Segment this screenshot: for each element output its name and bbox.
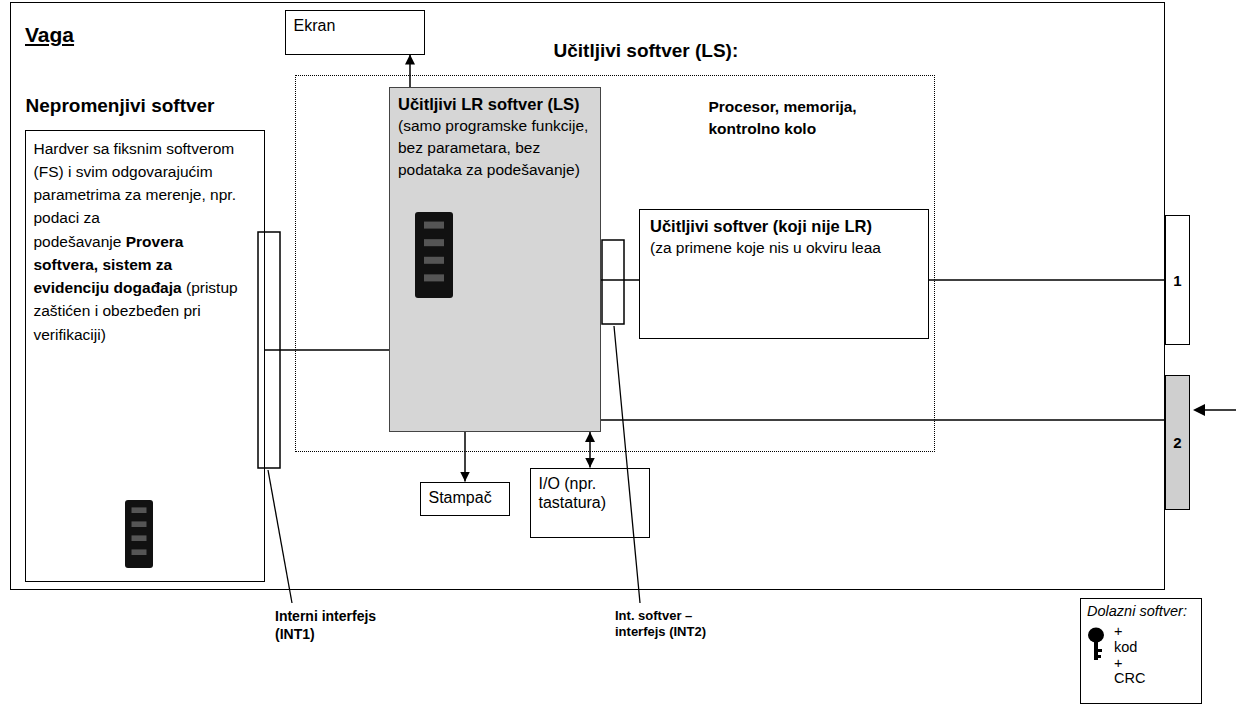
box-text: Procesor, memorija, kontrolno kolo <box>709 96 921 141</box>
box-text: + <box>1114 624 1145 640</box>
section-heading: Nepromenjivi softver <box>26 95 215 117</box>
leader-line <box>268 470 292 603</box>
port-number: 2 <box>1173 434 1181 451</box>
legal-software-box: Učitljivi LR softver (LS)(samo programsk… <box>389 87 601 432</box>
port-box: 1 <box>1165 215 1190 345</box>
box-text: CRC <box>1114 671 1145 687</box>
port-box: 2 <box>1165 375 1190 510</box>
box-text: Učitljivi softver (koji nije LR) <box>650 216 918 237</box>
key-icon <box>1087 627 1105 661</box>
box-text: Stampač <box>429 488 501 507</box>
fixed-software-box: Nepromenjivi softverHardver sa fiksnim s… <box>25 130 265 582</box>
box-text: (samo programske funkcije, bez parametar… <box>398 115 592 181</box>
incoming-parts-stack: +kod+CRC <box>1114 624 1145 687</box>
box-text: Učitljivi LR softver (LS) <box>398 94 592 115</box>
scale-housing: VagaEkranNepromenjivi softverHardver sa … <box>10 2 1165 590</box>
text-paragraph: Hardver sa fiksnim softverom (FS) i svim… <box>34 137 250 346</box>
box-text: I/O (npr. tastatura) <box>539 474 641 512</box>
printer-box: Stampač <box>420 482 510 516</box>
leader-line <box>614 326 640 603</box>
incoming-arrowhead <box>1193 404 1205 416</box>
connector-line <box>601 279 639 281</box>
connector-arrow <box>464 432 466 482</box>
processor-region: Učitljivi softver (LS):Procesor, memorij… <box>295 75 935 452</box>
box-text: Ekran <box>294 16 416 35</box>
box-text: Dolazni softver: <box>1087 603 1196 620</box>
incoming-arrow <box>1203 409 1236 411</box>
connector-arrow <box>589 432 591 468</box>
connector-line <box>929 279 1165 281</box>
section-heading: Vaga <box>25 23 74 47</box>
incoming-software-box: Dolazni softver:+kod+CRC <box>1080 598 1202 704</box>
connector-line <box>265 349 390 351</box>
box-text: + <box>1114 656 1145 672</box>
io-box: I/O (npr. tastatura) <box>530 468 650 538</box>
port-number: 1 <box>1173 272 1181 289</box>
interface-label: Interni interfejs (INT1) <box>275 608 401 643</box>
non-legal-software-box: Učitljivi softver (koji nije LR)(za prim… <box>639 209 929 339</box>
chip-picture <box>414 211 454 299</box>
incoming-content-row: +kod+CRC <box>1087 624 1196 687</box>
section-heading: Učitljivi softver (LS): <box>554 40 739 62</box>
interface-label: Int. softver – interfejs (INT2) <box>615 608 737 641</box>
int2-interface <box>602 240 624 324</box>
box-text: kod <box>1114 640 1145 656</box>
connector-line <box>601 419 1165 421</box>
display-box: Ekran <box>285 10 425 55</box>
box-text: (za primene koje nis u okviru leaa <box>650 237 918 259</box>
connector-arrow <box>409 55 411 88</box>
chip-picture <box>124 499 154 569</box>
